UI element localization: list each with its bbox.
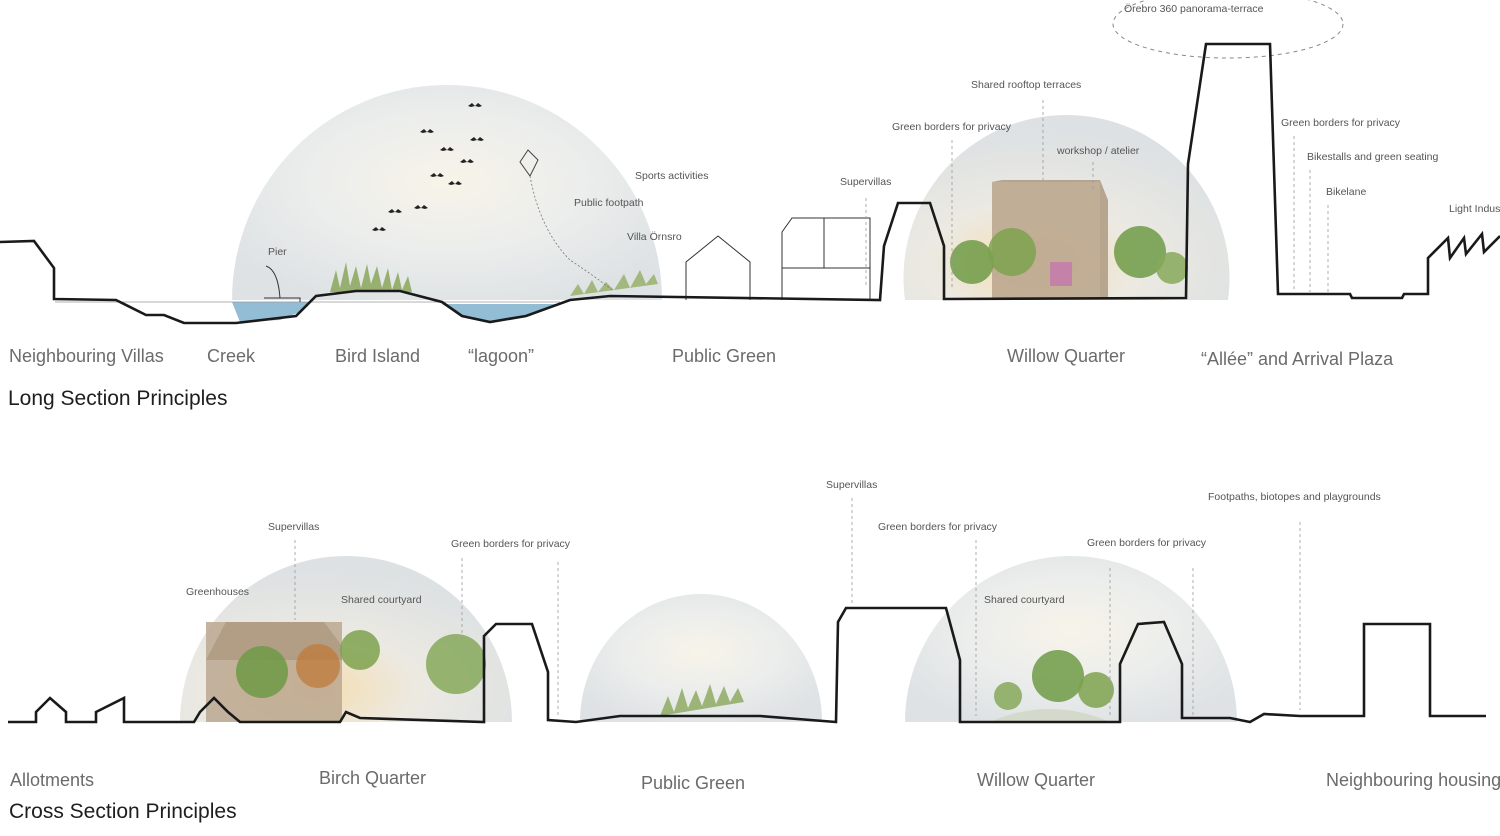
public-green-shrubs [570, 270, 658, 296]
note-workshop-atelier: workshop / atelier [1057, 145, 1140, 157]
willow-cross-tree-3 [994, 682, 1022, 710]
public-green-reeds [660, 684, 744, 716]
bird [388, 209, 402, 213]
birch-tree-3 [340, 630, 380, 670]
note-supervillas-cross: Supervillas [826, 479, 878, 491]
bird [460, 159, 474, 163]
birds-and-kite [372, 103, 613, 291]
cross-section-dashed-leaders [294, 498, 1301, 716]
bird-island-reeds [330, 262, 412, 292]
zone-label-public-green-cross: Public Green [641, 773, 746, 793]
note-bikestalls: Bikestalls and green seating [1307, 151, 1439, 163]
zone-label-allotments: Allotments [10, 770, 95, 790]
note-pier: Pier [268, 246, 287, 258]
note-sports-activities: Sports activities [635, 170, 709, 182]
zone-label-public-green: Public Green [672, 346, 777, 366]
note-greenhouses: Greenhouses [186, 586, 250, 598]
willow-tree-4 [1156, 252, 1188, 284]
long-section-title: Long Section Principles [8, 387, 228, 410]
cross-section-title: Cross Section Principles [9, 800, 237, 823]
birch-tree-4 [426, 634, 486, 694]
note-green-borders-allee: Green borders for privacy [1281, 117, 1401, 129]
willow-quarter-cross-bubble [905, 556, 1237, 722]
zone-label-willow-quarter-cross: Willow Quarter [977, 770, 1096, 790]
note-supervillas-long: Supervillas [840, 176, 892, 188]
note-green-borders-willow-1: Green borders for privacy [878, 521, 998, 533]
note-panorama-terrace: Örebro 360 panorama-terrace [1124, 3, 1264, 15]
note-public-footpath: Public footpath [574, 197, 644, 209]
birch-tree-2 [296, 644, 340, 688]
long-section-vegetation [330, 180, 1188, 298]
birch-tree-1 [236, 646, 288, 698]
zone-label-birch-quarter: Birch Quarter [319, 768, 427, 788]
zone-label-willow-quarter: Willow Quarter [1007, 346, 1126, 366]
panorama-dashed-cloud [1112, 0, 1344, 59]
bird [440, 147, 454, 151]
long-section-ground-line [0, 42, 1500, 325]
bird [372, 227, 386, 231]
note-supervillas-birch: Supervillas [268, 521, 320, 533]
note-green-borders-willow: Green borders for privacy [892, 121, 1012, 133]
kite-string [529, 175, 613, 291]
note-footpaths-biotopes: Footpaths, biotopes and playgrounds [1208, 491, 1381, 503]
note-shared-courtyard-birch: Shared courtyard [341, 594, 422, 606]
willow-cross-tree-1 [1032, 650, 1084, 702]
zone-label-neighbouring-housing: Neighbouring housing [1326, 770, 1500, 790]
zone-label-creek: Creek [207, 346, 256, 366]
note-light-industry: Light Industry [1449, 203, 1500, 215]
willow-tree-3 [1114, 226, 1166, 278]
bird [430, 173, 444, 177]
willow-cross-tree-2 [1078, 672, 1114, 708]
bird [448, 181, 462, 185]
outline-supervilla [781, 217, 871, 300]
cross-section-ground-line [8, 606, 1486, 724]
zone-label-bird-island: Bird Island [335, 346, 421, 366]
zone-label-allee-arrival-plaza: “Allée” and Arrival Plaza [1201, 349, 1394, 369]
bird [414, 205, 428, 209]
cross-section-vegetation [206, 622, 1114, 722]
long-section-dashed-leaders [865, 100, 1329, 292]
creek-water [232, 302, 310, 322]
outline-house-public-green [685, 235, 751, 300]
bird [470, 137, 484, 141]
willow-tree-1 [950, 240, 994, 284]
note-bikelane: Bikelane [1326, 186, 1367, 198]
willow-pink-glow [1050, 262, 1072, 286]
bird-island-bubble [232, 85, 662, 300]
note-green-borders-willow-2: Green borders for privacy [1087, 537, 1207, 549]
bird [468, 103, 482, 107]
willow-tree-2 [988, 228, 1036, 276]
zone-label-lagoon: “lagoon” [468, 346, 535, 366]
note-villa-ornsro: Villa Örnsro [627, 231, 682, 243]
note-shared-rooftop-terraces: Shared rooftop terraces [971, 79, 1082, 91]
long-section-outlines [264, 217, 871, 302]
zone-label-neighbouring-villas: Neighbouring Villas [9, 346, 164, 366]
note-green-borders-birch: Green borders for privacy [451, 538, 571, 550]
pier-structure [264, 265, 301, 302]
public-green-bubble [580, 594, 822, 722]
bird [420, 129, 434, 133]
shared-courtyard-mound [990, 709, 1110, 722]
note-shared-courtyard-willow: Shared courtyard [984, 594, 1065, 606]
